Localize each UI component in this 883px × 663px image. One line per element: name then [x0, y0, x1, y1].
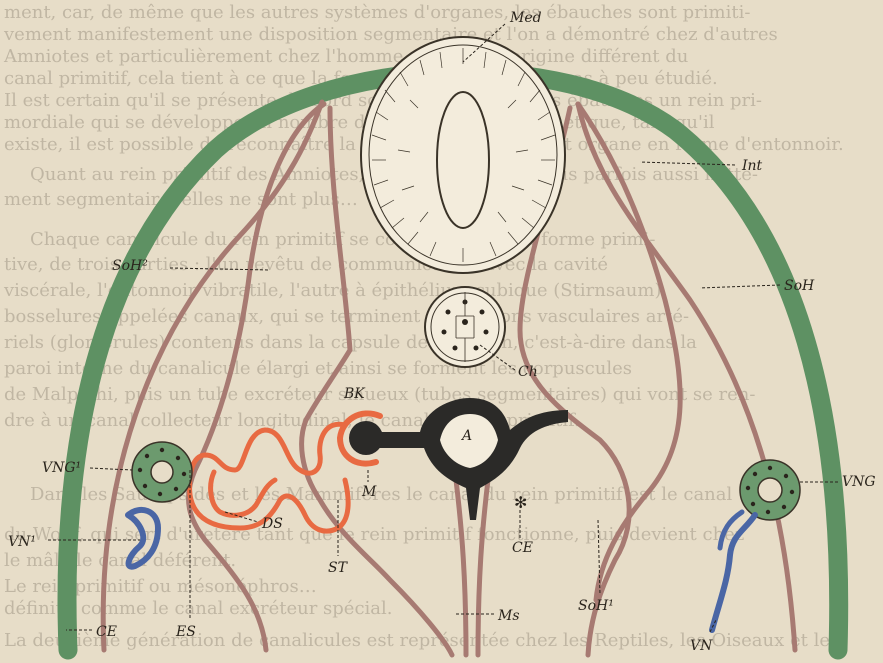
label-vng: VNG [842, 474, 876, 490]
label-ds: DS [261, 516, 283, 532]
label-ce-bottom: CE [96, 624, 117, 640]
label-soh1: SoH¹ [578, 598, 614, 614]
ganglion-left-inner [151, 461, 173, 483]
label-ms: Ms [497, 608, 520, 624]
bg-line: de Malpighi, puis un tube excréteur sinu… [4, 384, 755, 405]
asterisk-marker: ✻ [514, 493, 527, 512]
bg-line: La deuxième génération de canalicules es… [4, 630, 839, 651]
label-vn1: VN¹ [8, 534, 36, 550]
central-canal [437, 92, 489, 228]
label-int: Int [741, 158, 763, 174]
label-es: ES [175, 624, 196, 640]
bg-line: Amniotes et particulièrement chez l'homm… [3, 46, 688, 67]
label-st: ST [328, 560, 349, 576]
bg-line: ment, car, de même que les autres systèm… [4, 2, 750, 23]
bg-line: viscérale, l'entonnoir vibratile, l'autr… [3, 280, 667, 301]
label-ce-center: CE [512, 540, 533, 556]
bg-line: mordiale qui se développe en nombre de s… [4, 112, 715, 133]
label-soh: SoH [784, 278, 815, 294]
label-vng1: VNG¹ [42, 460, 81, 476]
ganglion-right-inner [758, 478, 782, 502]
bg-line: Le rein primitif ou mésonéphros… [4, 576, 317, 597]
label-med: Med [509, 10, 542, 26]
bg-line: du Wolff, qui sert d'uretère tant que le… [4, 524, 744, 545]
label-a: A [460, 428, 472, 444]
label-bk: BK [343, 386, 366, 402]
notochord [425, 287, 505, 367]
ganglion-left [132, 442, 192, 502]
label-m: M [361, 484, 377, 500]
label-soh2: SoH² [112, 258, 148, 274]
bg-line: Chaque canalicule du rein primitif se co… [30, 229, 655, 250]
glomerulus [349, 421, 383, 455]
label-vn: VN [690, 638, 713, 654]
label-ch: Ch [518, 364, 538, 380]
spinal-cord [361, 37, 565, 273]
bg-line: le mâle le canal déférent. [4, 550, 236, 571]
bg-line: tive, de trois parties : l'un revêtu de … [4, 254, 608, 275]
ganglion-right [740, 460, 800, 520]
bg-line: vement manifestement une disposition seg… [3, 24, 778, 45]
